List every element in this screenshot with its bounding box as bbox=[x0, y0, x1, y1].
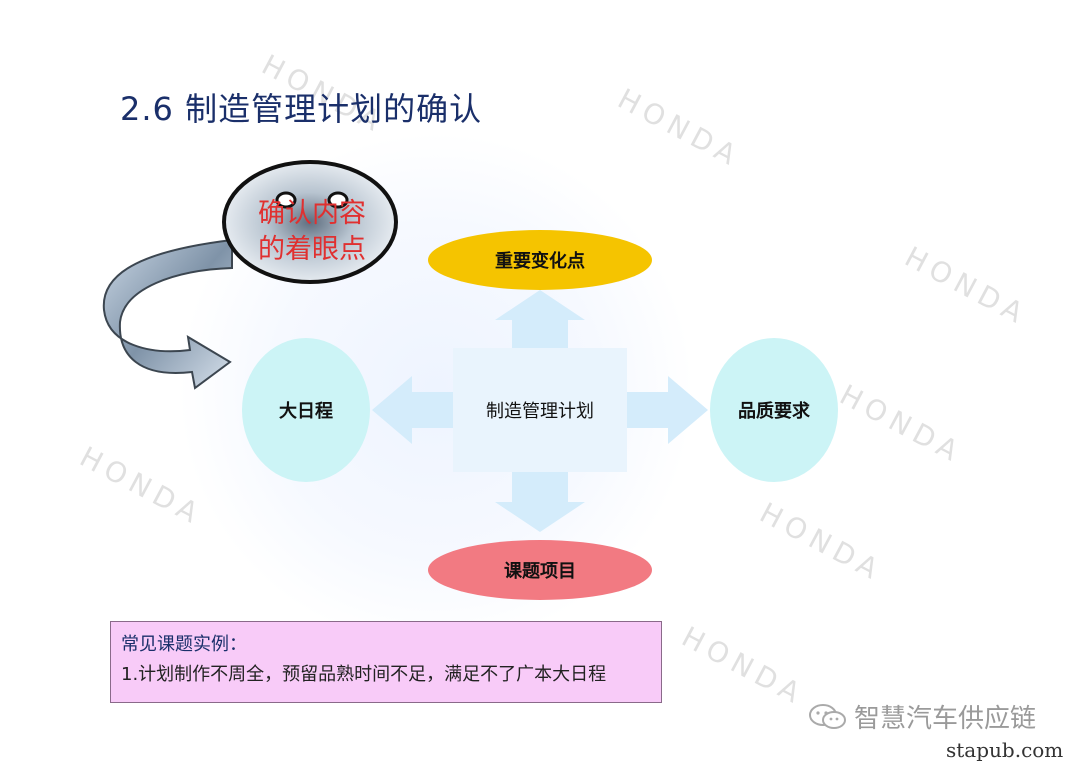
arrow-down bbox=[495, 470, 585, 532]
wechat-icon bbox=[809, 703, 846, 729]
four-way-arrow bbox=[372, 290, 708, 532]
node-left-label: 大日程 bbox=[279, 401, 333, 422]
smiley-bubble bbox=[222, 160, 398, 284]
site-url: stapub.com bbox=[946, 738, 1064, 762]
arrow-left bbox=[372, 376, 455, 444]
node-right-shape bbox=[710, 338, 838, 482]
center-label: 制造管理计划 bbox=[486, 401, 594, 422]
note-item-1: 1.计划制作不周全，预留品熟时间不足，满足不了广本大日程 bbox=[121, 664, 607, 685]
node-left-shape bbox=[242, 338, 370, 482]
arrow-up bbox=[495, 290, 585, 350]
bubble-line-2: 的着眼点 bbox=[258, 234, 366, 265]
eye-left-icon bbox=[275, 191, 297, 209]
arrow-right bbox=[625, 376, 708, 444]
note-box: 常见课题实例： 1.计划制作不周全，预留品熟时间不足，满足不了广本大日程 bbox=[110, 621, 662, 703]
node-top-label: 重要变化点 bbox=[495, 251, 585, 272]
note-heading: 常见课题实例： bbox=[121, 634, 247, 655]
node-bottom-label: 课题项目 bbox=[504, 561, 576, 582]
bubble-text: 确认内容 的着眼点 bbox=[242, 196, 382, 268]
bubble-line-1: 确认内容 bbox=[258, 198, 366, 229]
center-box bbox=[453, 348, 627, 472]
page-title: 2.6 制造管理计划的确认 bbox=[120, 90, 483, 128]
brand-name: 智慧汽车供应链 bbox=[854, 704, 1037, 734]
node-top-shape bbox=[428, 230, 652, 290]
brand-watermark: 智慧汽车供应链 bbox=[808, 698, 1036, 735]
node-bottom-shape bbox=[428, 540, 652, 600]
node-right-label: 品质要求 bbox=[738, 401, 810, 422]
eye-right-icon bbox=[327, 191, 349, 209]
curved-arrow bbox=[102, 238, 233, 390]
